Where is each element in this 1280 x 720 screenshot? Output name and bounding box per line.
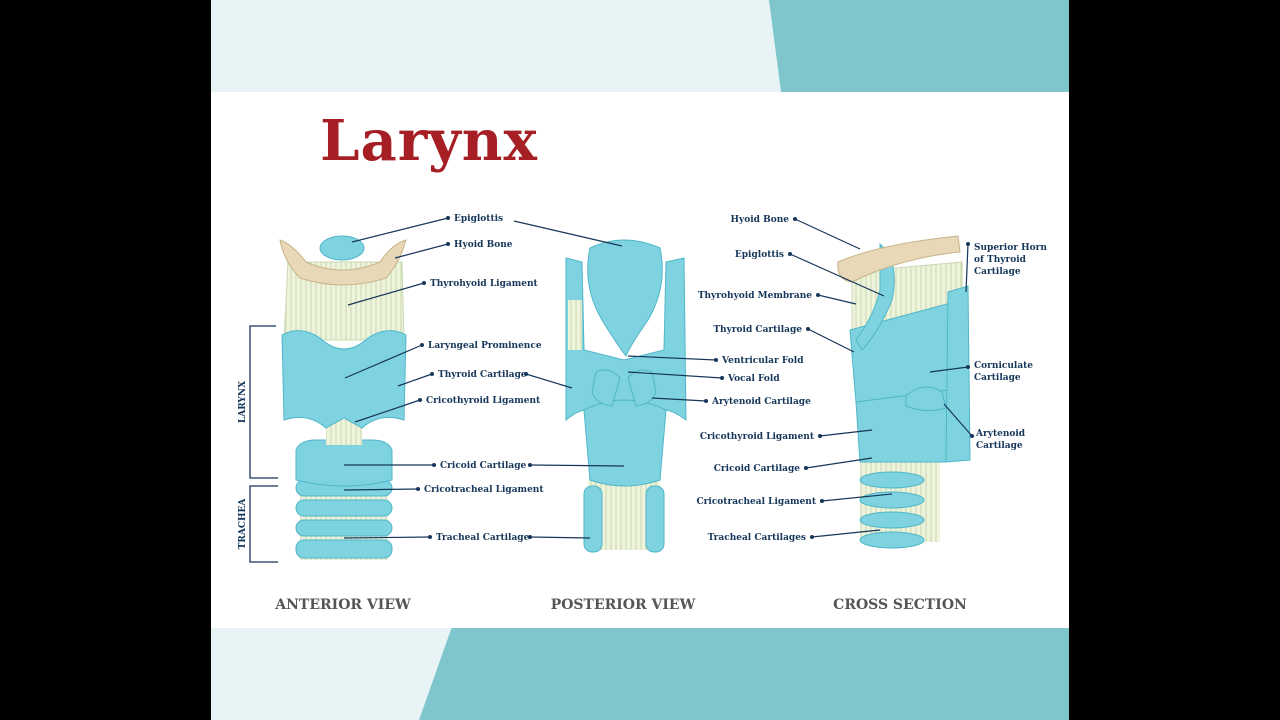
cross-label-corniculate-line-2: Cartilage [974, 373, 1021, 383]
posterior-arytenoid-right [627, 369, 657, 407]
posterior-thyrohyoid [568, 300, 582, 350]
cross-label-arytenoid-line-1: Arytenoid [975, 429, 1026, 439]
posterior-label-vocal-fold: Vocal Fold [727, 374, 780, 384]
cross-label-cricoid-cartilage: Cricoid Cartilage [714, 464, 801, 474]
anterior-label-cricoid-cartilage: Cricoid Cartilage [440, 461, 527, 471]
cross-section-view: Hyoid Bone Epiglottis Thyrohyoid Membran… [697, 215, 1048, 613]
cross-caption: CROSS SECTION [833, 597, 967, 613]
cross-label-hyoid-bone: Hyoid Bone [731, 215, 790, 225]
cross-label-superior-horn-line-3: Cartilage [974, 267, 1021, 277]
posterior-label-ventricular-fold: Ventricular Fold [721, 356, 804, 366]
cross-label-superior-horn-line-1: Superior Horn [974, 243, 1047, 253]
cross-posterior-lamina [945, 285, 971, 463]
anterior-label-thyrohyoid-ligament: Thyrohyoid Ligament [430, 279, 539, 289]
anterior-label-laryngeal-prominence: Laryngeal Prominence [428, 341, 542, 351]
anterior-label-hyoid-bone: Hyoid Bone [454, 240, 513, 250]
anterior-bracket-trachea-label: TRACHEA [238, 498, 248, 550]
posterior-arytenoid-left [591, 369, 621, 407]
anterior-view: LARYNX TRACHEA Epiglottis H [238, 214, 544, 613]
posterior-cricoid [583, 399, 667, 487]
cross-tracheal-rings [859, 460, 940, 549]
anterior-thyroid [281, 330, 407, 429]
decor-band-bottom [419, 628, 1069, 720]
cross-label-arytenoid-line-2: Cartilage [976, 441, 1023, 451]
posterior-view: Ventricular Fold Vocal Fold Arytenoid Ca… [513, 220, 811, 613]
cross-arytenoid [905, 386, 947, 412]
anterior-label-cricothyroid-ligament: Cricothyroid Ligament [426, 396, 541, 406]
anterior-cricoid [295, 439, 393, 487]
posterior-label-arytenoid-cartilage: Arytenoid Cartilage [711, 397, 811, 407]
cross-hyoid [837, 235, 961, 283]
cross-label-superior-horn-line-2: of Thyroid [974, 255, 1027, 265]
anterior-trachea-bracket [249, 485, 278, 563]
anterior-tracheal-ring [295, 539, 393, 559]
cross-epiglottis [855, 242, 895, 351]
cross-label-epiglottis: Epiglottis [735, 250, 784, 260]
anterior-label-tracheal-cartilage: Tracheal Cartilage [436, 533, 530, 543]
anterior-tracheal-ring [295, 519, 393, 537]
cross-label-cricotracheal-ligament: Cricotracheal Ligament [697, 497, 817, 507]
anterior-label-epiglottis: Epiglottis [454, 214, 503, 224]
cross-label-thyrohyoid-membrane: Thyrohyoid Membrane [698, 291, 812, 301]
posterior-tracheal-ring [645, 485, 665, 553]
anterior-label-cricotracheal-ligament: Cricotracheal Ligament [424, 485, 544, 495]
anterior-larynx-bracket [249, 325, 278, 479]
cross-label-corniculate-line-1: Corniculate [974, 361, 1033, 371]
anterior-label-thyroid-cartilage: Thyroid Cartilage [438, 370, 527, 380]
posterior-caption: POSTERIOR VIEW [551, 597, 696, 613]
anterior-hyoid [279, 239, 407, 286]
anterior-epiglottis [319, 235, 365, 261]
anterior-bracket-larynx-label: LARYNX [238, 381, 248, 423]
posterior-epiglottis [587, 239, 663, 357]
anterior-caption: ANTERIOR VIEW [274, 597, 411, 613]
posterior-tracheal-ring [583, 485, 603, 553]
cross-label-tracheal-cartilages: Tracheal Cartilages [708, 533, 806, 543]
slide-title: Larynx [320, 108, 538, 174]
cross-label-thyroid-cartilage: Thyroid Cartilage [713, 325, 802, 335]
decor-band-top [769, 0, 1069, 92]
anterior-tracheal-ring [295, 499, 393, 517]
cross-label-cricothyroid-ligament: Cricothyroid Ligament [700, 432, 815, 442]
